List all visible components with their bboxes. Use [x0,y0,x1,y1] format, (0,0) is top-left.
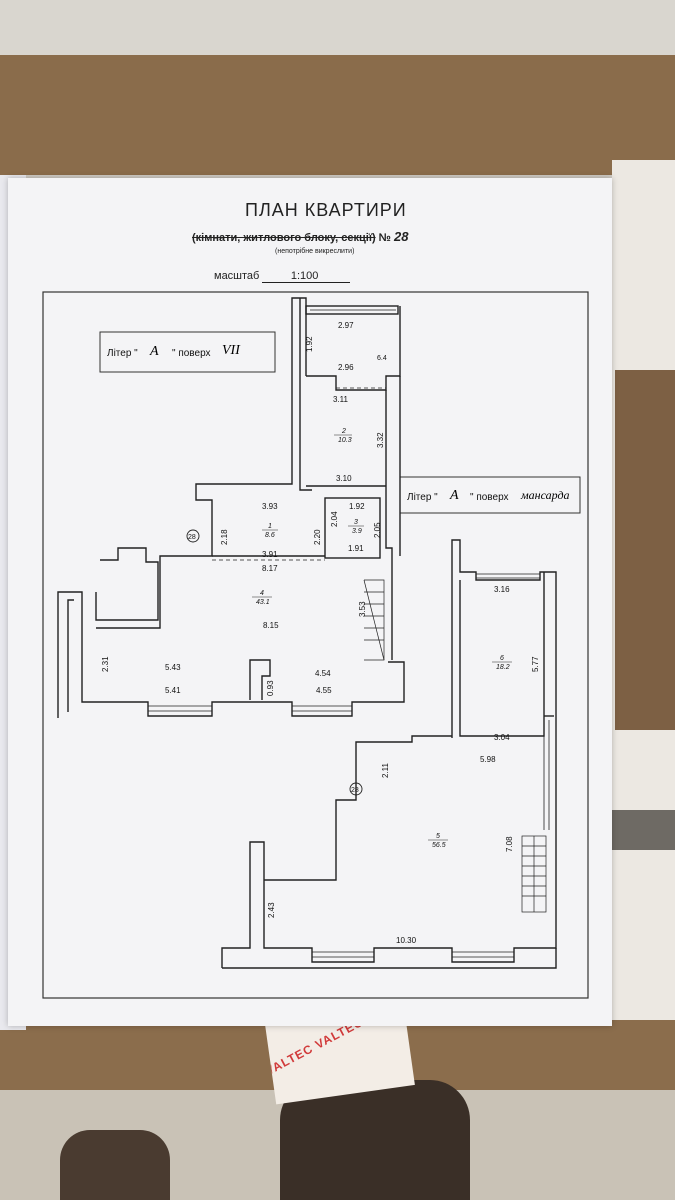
room-area: 56.5 [432,842,446,849]
dimension-label: 1.91 [348,544,364,553]
floor7-dashed [212,387,386,561]
shoe [280,1080,470,1200]
background-metal [612,810,675,850]
dimension-label: 2.11 [381,762,390,778]
room-number: 1 [268,523,272,530]
scale-label: масштаб [214,270,260,282]
dimension-label: 3.11 [333,395,349,404]
room-area: 3.9 [352,528,362,535]
dimension-label: 6.4 [377,355,387,362]
dimension-label: 8.15 [263,621,279,630]
document-title: ПЛАН КВАРТИРИ [245,200,407,220]
dimension-label: 4.54 [315,669,331,678]
floor7-label-box [99,331,276,373]
dimension-label: 0.93 [266,680,275,696]
floor7-liter-value: А [149,344,159,359]
attic-windows [312,573,550,958]
dimension-label: 1.92 [349,502,365,511]
dimension-label: 2.43 [267,902,276,918]
dimension-label: 2.04 [330,511,339,527]
room-number: 6 [500,655,504,662]
dimension-label: 2.31 [101,656,110,672]
number-label: № [378,232,391,244]
dimension-label: 3.53 [358,601,367,617]
floor7-floor-label: " поверх [172,348,211,359]
attic-liter-label: Літер " [407,492,438,503]
dimension-label: 3.10 [336,474,352,483]
apartment-marker-text: 28 [188,534,196,541]
attic-floor-value: мансарда [520,488,570,502]
room-number: 2 [341,428,346,435]
attic-floor-label: " поверх [470,492,509,503]
room-area: 43.1 [256,599,270,606]
floor7-walls [57,297,405,718]
attic-walls [221,539,557,969]
dimension-label: 3.32 [376,432,385,448]
dimension-label: 2.05 [373,522,382,538]
dimension-label: 2.96 [338,363,354,372]
floor7-floor-value: VII [222,343,241,358]
room-number: 4 [260,590,264,597]
dimension-label: 1.92 [305,336,314,352]
dimension-label: 5.43 [165,663,181,672]
dimension-label: 7.08 [505,836,514,852]
floor7-windows [148,309,396,712]
apartment-marker [186,529,200,543]
dimension-label: 5.98 [480,755,496,764]
dimension-label: 4.55 [316,686,332,695]
dimension-label: 3.91 [262,550,278,559]
dimension-label: 5.77 [531,656,540,672]
dimension-label: 2.18 [220,529,229,545]
floor7-dimensions: 2.97 1.92 2.96 6.4 3.11 3.32 3.10 3.93 1… [101,321,387,696]
scale-value: 1:100 [262,270,350,283]
dimension-label: 3.93 [262,502,278,511]
document-sheet [8,178,612,1026]
dimension-label: 8.17 [262,564,278,573]
room-area: 10.3 [338,437,352,444]
room-area: 8.6 [265,532,275,539]
attic-dimensions: 3.16 5.77 3.04 5.98 2.11 7.08 2.43 10.30 [267,585,540,945]
dimension-label: 2.20 [313,529,322,545]
attic-room-labels: 5 56.5 6 18.2 [428,655,512,849]
attic-stair [521,835,547,913]
room-labels: 1 8.6 2 10.3 3 3.9 4 43.1 [252,428,364,606]
floor7-liter-label: Літер " [107,348,138,359]
dimension-label: 5.41 [165,686,181,695]
plan-frame [42,291,589,999]
apartment-marker-text: 28 [351,787,359,794]
subtitle-struck: (кімнати, житлового блоку, секції) [192,232,376,244]
room-area: 18.2 [496,664,510,671]
room-number: 3 [354,519,358,526]
attic-liter-value: А [449,488,459,503]
background-cardboard [615,370,675,730]
dimension-label: 3.16 [494,585,510,594]
scale-line: масштаб 1:100 [214,270,350,283]
dimension-label: 10.30 [396,936,417,945]
subtitle-note: (непотрібне викреслити) [275,248,355,255]
shoe [60,1130,170,1200]
document-subtitle: (кімнати, житлового блоку, секції) № 28 [192,229,408,244]
background-board [0,55,675,175]
dimension-label: 2.97 [338,321,354,330]
apartment-number: 28 [394,229,409,244]
dimension-label: 3.04 [494,733,510,742]
room-number: 5 [436,833,440,840]
floor7-stair [363,579,385,661]
